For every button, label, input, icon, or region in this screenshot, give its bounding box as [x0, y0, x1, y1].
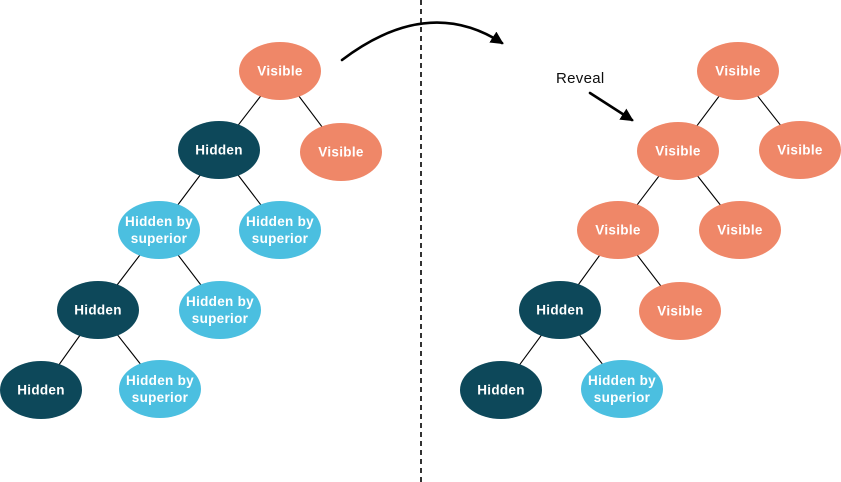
- tree-node-visible: Visible: [577, 201, 659, 259]
- node-label: Hidden: [536, 303, 584, 318]
- node-label: superior: [192, 311, 249, 326]
- node-ellipse: [639, 282, 721, 340]
- tree-node-hidden: Hidden: [0, 361, 82, 419]
- tree-node-visible: Visible: [759, 121, 841, 179]
- node-ellipse: [0, 361, 82, 419]
- tree-node-hidden-by-superior: Hidden by superior: [179, 281, 261, 339]
- node-ellipse: [57, 281, 139, 339]
- reveal-label: Reveal: [556, 70, 605, 87]
- tree-node-visible: Visible: [697, 42, 779, 100]
- node-label: Hidden: [74, 303, 122, 318]
- tree-node-visible: Visible: [637, 122, 719, 180]
- transform-arrow: [340, 21, 504, 62]
- node-ellipse: [581, 360, 663, 418]
- node-ellipse: [577, 201, 659, 259]
- node-ellipse: [759, 121, 841, 179]
- node-label: Hidden by: [186, 294, 254, 309]
- node-ellipse: [118, 201, 200, 259]
- node-label: Visible: [777, 143, 823, 158]
- node-label: Visible: [657, 304, 703, 319]
- node-label: Visible: [318, 145, 364, 160]
- node-label: Visible: [595, 223, 641, 238]
- tree-node-hidden-by-superior: Hidden by superior: [239, 201, 321, 259]
- node-ellipse: [239, 201, 321, 259]
- node-label: Hidden: [195, 143, 243, 158]
- node-ellipse: [119, 360, 201, 418]
- node-label: Hidden by: [246, 214, 314, 229]
- tree-node-hidden-by-superior: Hidden by superior: [118, 201, 200, 259]
- tree-node-hidden-by-superior: Hidden by superior: [581, 360, 663, 418]
- node-label: Hidden: [17, 383, 65, 398]
- node-label: superior: [132, 390, 189, 405]
- node-label: superior: [252, 231, 309, 246]
- node-label: Hidden by: [588, 373, 656, 388]
- node-label: Hidden by: [126, 373, 194, 388]
- node-ellipse: [300, 123, 382, 181]
- node-ellipse: [239, 42, 321, 100]
- node-ellipse: [178, 121, 260, 179]
- tree-node-visible: Visible: [639, 282, 721, 340]
- node-label: Visible: [715, 64, 761, 79]
- node-ellipse: [699, 201, 781, 259]
- node-label: superior: [131, 231, 188, 246]
- node-ellipse: [697, 42, 779, 100]
- tree-node-hidden: Hidden: [57, 281, 139, 339]
- tree-node-visible: Visible: [699, 201, 781, 259]
- tree-node-hidden: Hidden: [519, 281, 601, 339]
- tree-node-visible: Visible: [300, 123, 382, 181]
- node-ellipse: [460, 361, 542, 419]
- node-ellipse: [519, 281, 601, 339]
- node-ellipse: [179, 281, 261, 339]
- reveal-arrow: [588, 91, 634, 122]
- node-label: Hidden by: [125, 214, 193, 229]
- node-label: Hidden: [477, 383, 525, 398]
- tree-node-hidden: Hidden: [178, 121, 260, 179]
- node-ellipse: [637, 122, 719, 180]
- tree-node-visible: Visible: [239, 42, 321, 100]
- node-label: Visible: [717, 223, 763, 238]
- tree-node-hidden-by-superior: Hidden by superior: [119, 360, 201, 418]
- node-label: superior: [594, 390, 651, 405]
- node-label: Visible: [655, 144, 701, 159]
- node-label: Visible: [257, 64, 303, 79]
- tree-node-hidden: Hidden: [460, 361, 542, 419]
